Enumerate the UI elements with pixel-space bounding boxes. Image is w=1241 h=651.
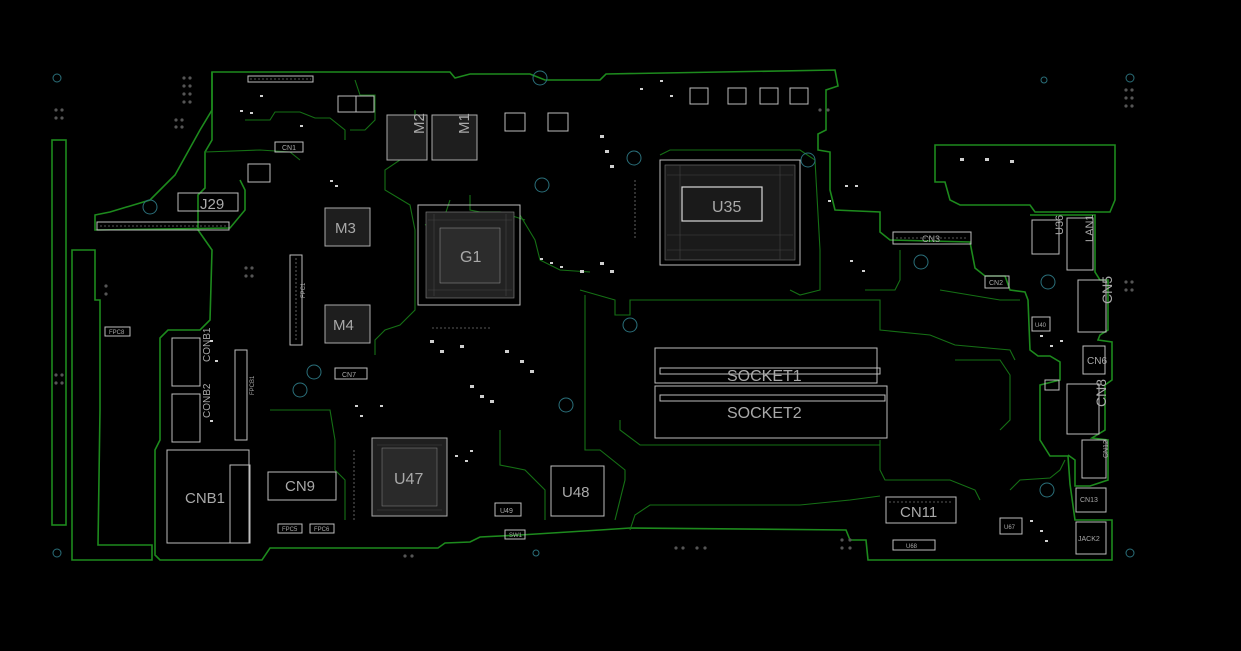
right-module-outline — [934, 144, 1116, 213]
cn3-label: CN3 — [922, 234, 940, 244]
u36-label: U36 — [1054, 215, 1066, 235]
sw1-label: SW1 — [509, 533, 523, 539]
m4-label: M4 — [333, 317, 354, 334]
jack2-label: JACK2 — [1078, 536, 1100, 543]
m3-memory[interactable]: M3 — [324, 207, 371, 247]
top-regulators — [247, 87, 809, 183]
conb1-label: CONB1 — [202, 327, 213, 362]
cn8-small-connector[interactable] — [1044, 379, 1060, 391]
u36-chip[interactable]: U36 — [1031, 215, 1066, 255]
cn2-connector[interactable]: CN2 — [984, 275, 1010, 289]
conb1-connector[interactable]: CONB1 — [171, 327, 213, 387]
socket2[interactable]: SOCKET2 — [654, 385, 888, 439]
cn9-label: CN9 — [285, 478, 315, 495]
u35-cpu[interactable]: U35 — [659, 159, 801, 266]
left-edge-connector — [51, 139, 67, 526]
m3-label: M3 — [335, 220, 356, 237]
u48-label: U48 — [562, 484, 590, 501]
left-rail-outline — [71, 249, 153, 561]
lan1-connector[interactable]: LAN1 — [1066, 214, 1096, 271]
trace-net — [204, 79, 1016, 521]
cnb1-label: CNB1 — [185, 490, 225, 507]
connector-pin-rows — [100, 78, 968, 520]
test-pad-clusters — [54, 76, 1134, 558]
u35-label: U35 — [712, 199, 741, 216]
fpcb1-connector[interactable]: FPCB1 — [234, 349, 256, 441]
socket1-label: SOCKET1 — [727, 368, 802, 385]
cpu-pad-grid — [377, 165, 793, 511]
cn13-connector[interactable]: CN13 — [1075, 487, 1107, 513]
fpcb1-label: FPCB1 — [250, 375, 256, 395]
cn11-label: CN11 — [900, 504, 937, 521]
u47-chip[interactable]: U47 — [371, 437, 448, 517]
jack2-connector[interactable]: JACK2 — [1075, 521, 1107, 555]
m2-memory[interactable]: M2 — [386, 113, 428, 161]
cn9-connector[interactable]: CN9 — [267, 471, 337, 501]
u67-chip[interactable]: U67 — [999, 517, 1023, 535]
m2-label: M2 — [411, 113, 428, 134]
cn12-label: CN12 — [1103, 440, 1110, 458]
cn11-connector[interactable]: CN11 — [885, 496, 957, 524]
u49-label: U49 — [500, 508, 513, 515]
g1-gpu[interactable]: G1 — [417, 204, 521, 306]
fpc5-connector[interactable]: FPC5 — [277, 523, 303, 534]
cn6-connector[interactable]: CN6 — [1082, 345, 1107, 375]
cn12-connector[interactable]: CN12 — [1081, 439, 1110, 479]
socket1[interactable]: SOCKET1 — [654, 347, 881, 385]
cn3-connector[interactable]: CN3 — [892, 231, 972, 245]
conb2-connector[interactable]: CONB2 — [171, 383, 213, 443]
cn1-label: CN1 — [282, 145, 296, 152]
top-flex-connector[interactable] — [247, 75, 314, 83]
sw1-switch[interactable]: SW1 — [504, 529, 526, 540]
cn2-label: CN2 — [989, 280, 1003, 287]
cn1-connector[interactable]: CN1 — [274, 141, 304, 153]
cn6-label: CN6 — [1087, 356, 1107, 367]
u48-chip[interactable]: U48 — [550, 465, 605, 517]
fpc6-connector[interactable]: FPC6 — [309, 523, 335, 534]
u40-label: U40 — [1035, 323, 1047, 329]
cn5-label: CN5 — [1099, 276, 1115, 304]
u49-chip[interactable]: U49 — [494, 502, 522, 517]
fpc1-connector[interactable]: FPC1 — [289, 254, 307, 346]
j29-label: J29 — [200, 196, 224, 213]
right-lan-outline — [1030, 214, 1113, 487]
fpc8-connector[interactable]: FPC8 — [104, 326, 131, 337]
cnb1-connector[interactable]: CNB1 — [166, 449, 251, 544]
u68-chip[interactable]: U68 — [892, 539, 936, 551]
u67-label: U67 — [1004, 525, 1016, 531]
lan1-label: LAN1 — [1084, 214, 1096, 242]
u47-label: U47 — [394, 471, 423, 488]
smd-pads — [210, 80, 1063, 542]
fpc8-label: FPC8 — [109, 330, 125, 336]
cn7-connector[interactable]: CN7 — [334, 367, 368, 380]
top-left-flex-connector[interactable] — [96, 221, 230, 231]
conb2-label: CONB2 — [202, 383, 213, 418]
cn7-label: CN7 — [342, 372, 356, 379]
mounting-holes — [52, 70, 1135, 558]
cn13-label: CN13 — [1080, 497, 1098, 504]
m4-memory[interactable]: M4 — [324, 304, 371, 344]
u68-label: U68 — [906, 544, 918, 550]
fpc1-label: FPC1 — [301, 282, 307, 298]
cn8-connector[interactable]: CN8 — [1066, 379, 1109, 435]
top-left-outline — [94, 72, 246, 231]
g1-label: G1 — [460, 249, 481, 266]
m1-memory[interactable]: M1 — [431, 113, 478, 161]
board-outline — [154, 69, 1113, 561]
fpc6-label: FPC6 — [314, 527, 330, 533]
fpc5-label: FPC5 — [282, 527, 298, 533]
m1-label: M1 — [456, 113, 473, 134]
cn8-label: CN8 — [1093, 379, 1109, 407]
j29-connector[interactable]: J29 — [177, 192, 239, 213]
cn5-connector[interactable]: CN5 — [1077, 276, 1115, 333]
socket2-label: SOCKET2 — [727, 405, 802, 422]
u40-chip[interactable]: U40 — [1031, 316, 1051, 332]
